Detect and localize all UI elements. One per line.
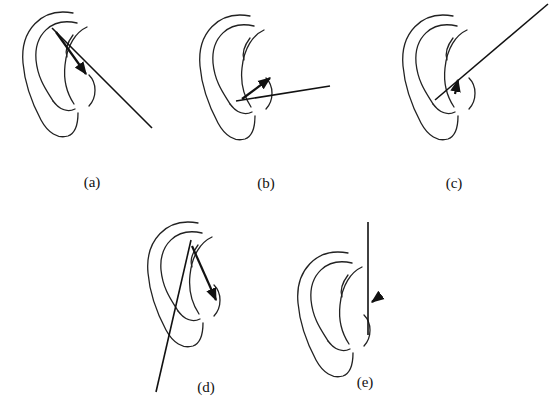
figure-label: (c) [446, 175, 463, 192]
figure-label: (d) [197, 379, 215, 396]
figure-label: (a) [84, 174, 101, 191]
figure-label: (b) [257, 175, 275, 192]
figure-label: (e) [357, 374, 374, 391]
